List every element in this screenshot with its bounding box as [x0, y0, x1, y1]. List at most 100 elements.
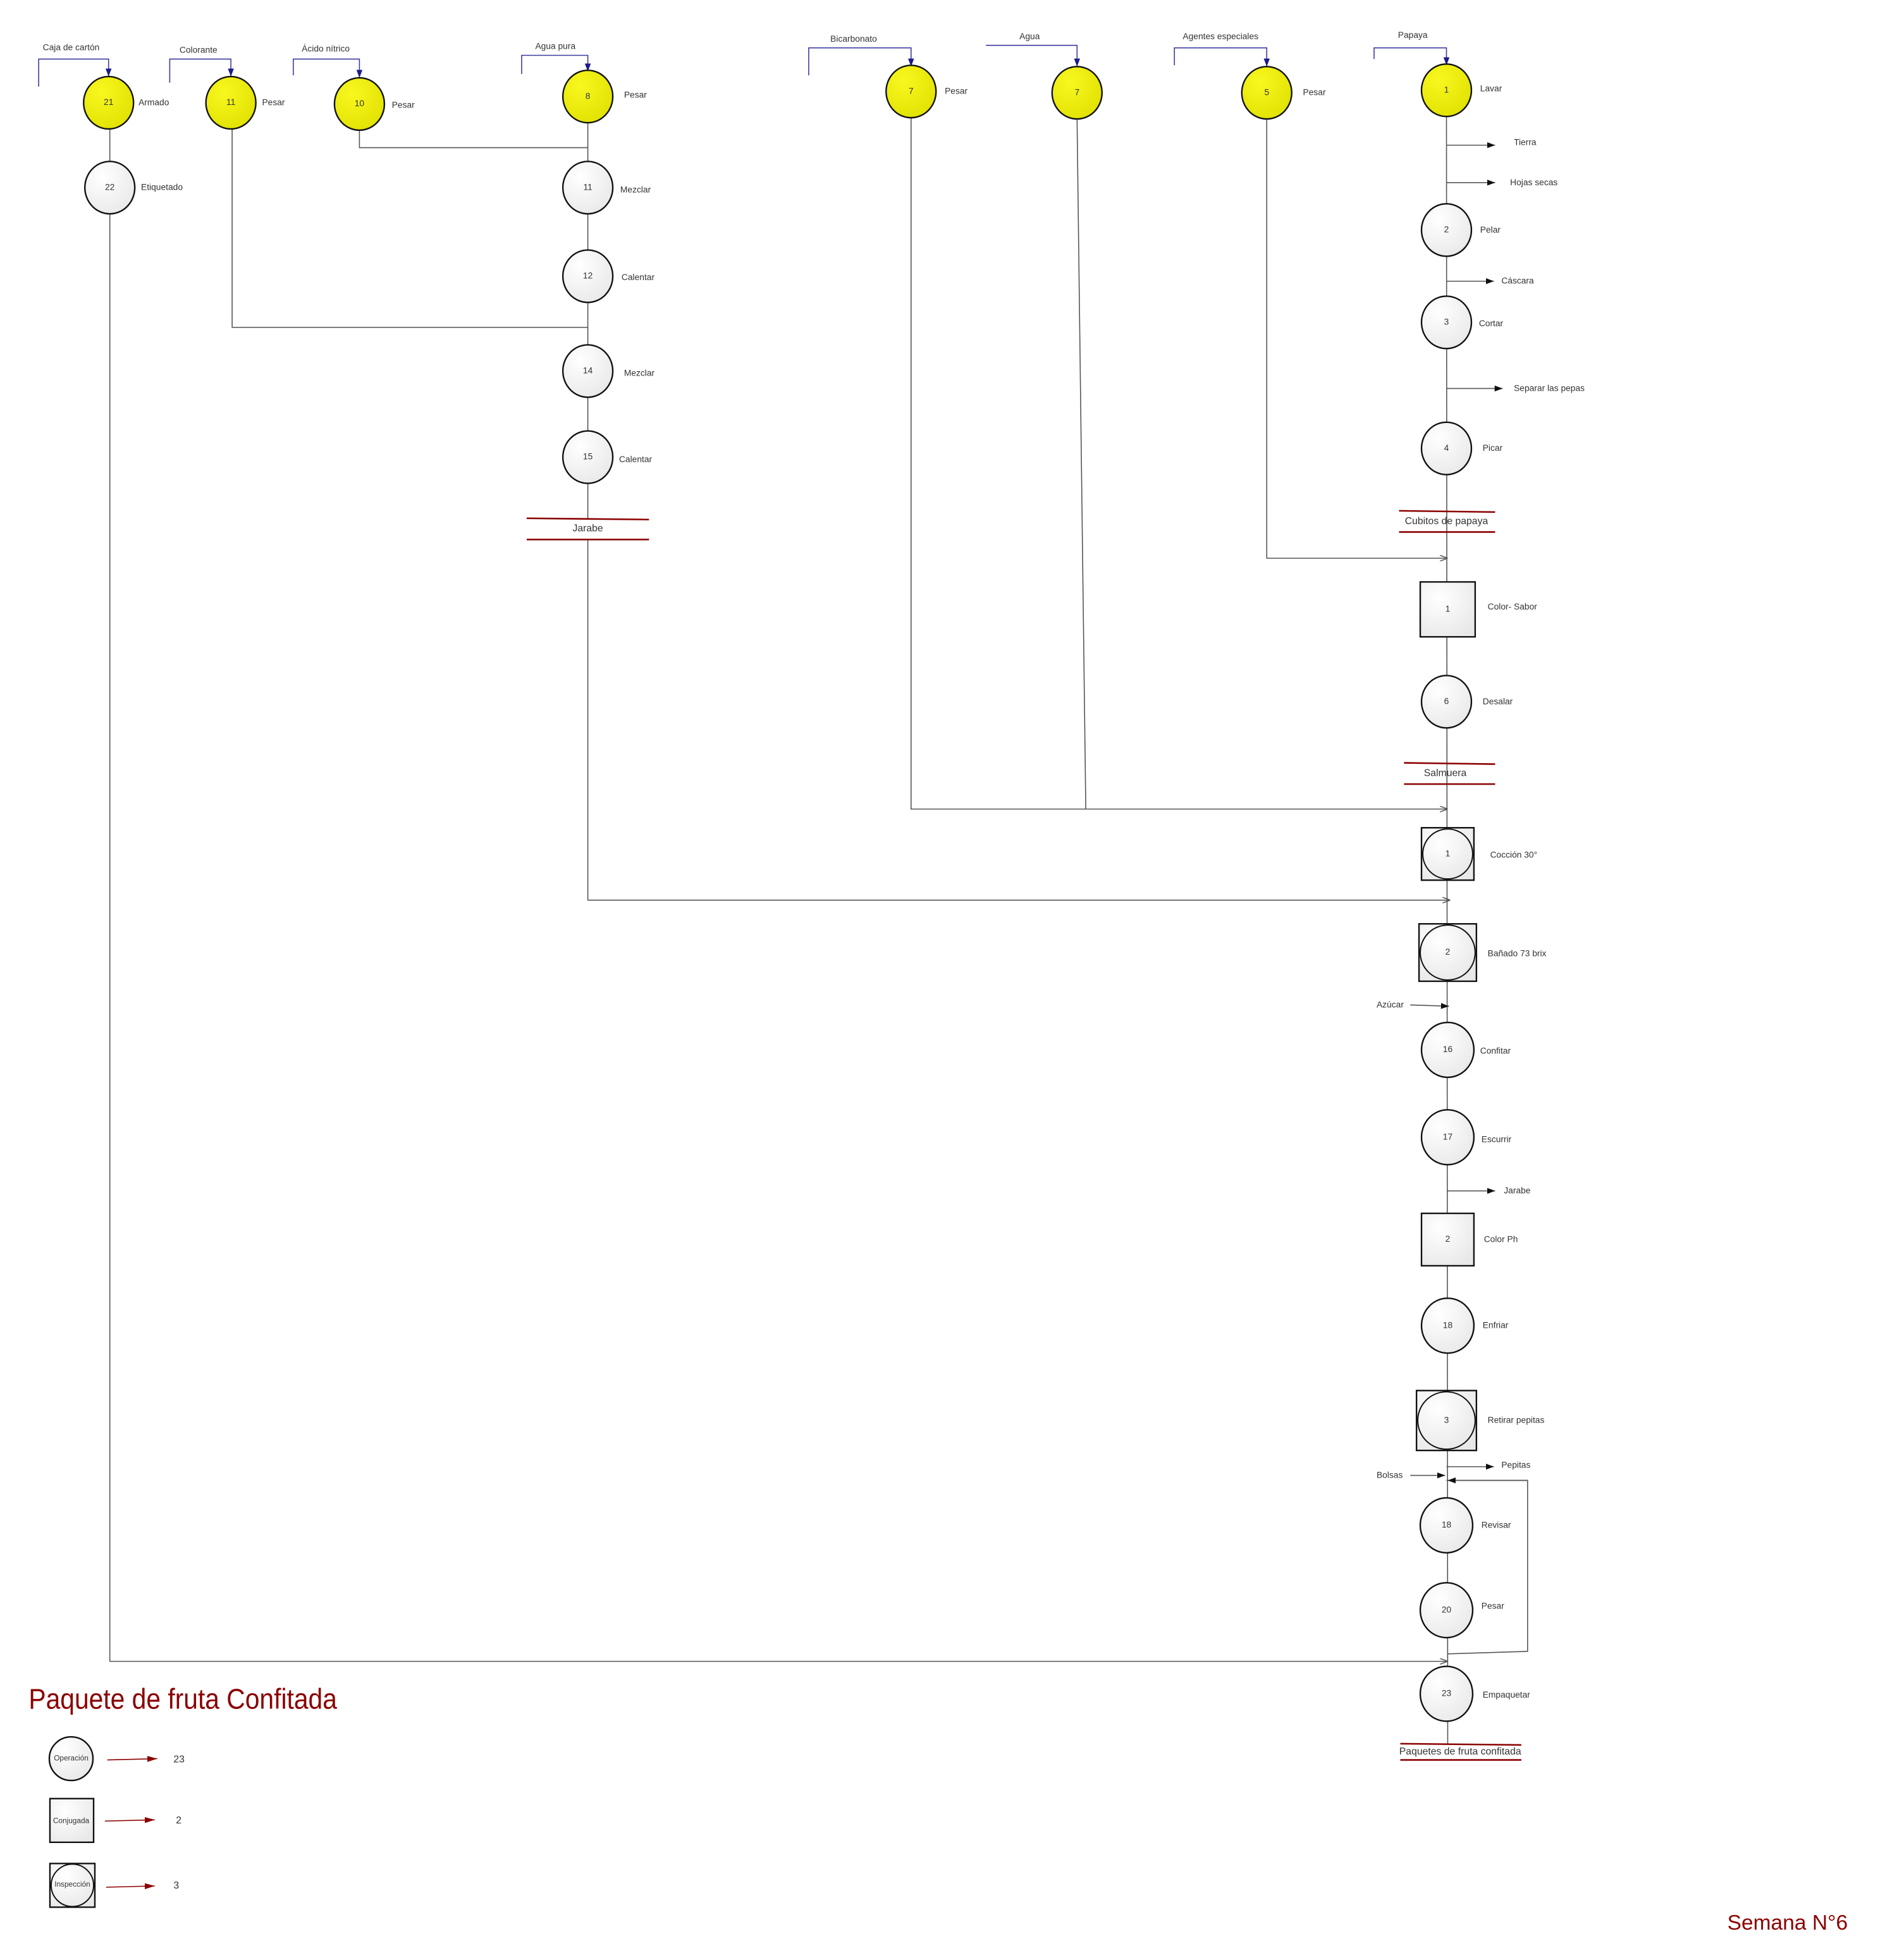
legend-conjugated-label: Conjugada	[53, 1816, 90, 1825]
legend-operation-icon	[48, 1736, 94, 1782]
node-number: 1	[1444, 84, 1449, 94]
process-node-op[interactable]: 20 Pesar	[1419, 1582, 1504, 1639]
legend: Operación 23 Conjugada 2 Inspección 3	[48, 1736, 185, 1908]
operation-circle-icon	[562, 70, 614, 124]
operation-circle-icon	[1051, 66, 1103, 120]
storage: Paquetes de fruta confitada	[1399, 1743, 1521, 1761]
node-number: 3	[1444, 1414, 1449, 1424]
material-label: Ácido nítrico	[302, 44, 350, 54]
node-label: Armado	[138, 97, 169, 107]
legend-operation-count: 23	[173, 1755, 185, 1765]
node-label: Enfriar	[1483, 1320, 1509, 1330]
node-number: 1	[1446, 848, 1451, 858]
node-label: Color Ph	[1484, 1234, 1518, 1244]
node-number: 16	[1443, 1044, 1453, 1054]
node-label: Calentar	[622, 272, 655, 282]
node-label: Color- Sabor	[1488, 601, 1538, 611]
node-label: Escurrir	[1482, 1134, 1512, 1144]
node-number: 2	[1446, 946, 1451, 957]
node-number: 11	[226, 97, 235, 107]
legend-inspection-icon	[49, 1863, 96, 1908]
node-label: Pesar	[624, 90, 647, 100]
node-number: 7	[909, 85, 914, 95]
operation-circle-icon	[1419, 1497, 1474, 1554]
node-label: Revisar	[1482, 1519, 1511, 1529]
process-node-conj[interactable]: 1 Color- Sabor	[1419, 581, 1538, 638]
node-label: Pesar	[945, 86, 967, 96]
node-number: 1	[1446, 603, 1451, 613]
material-label: Bicarbonato	[830, 34, 877, 44]
conjugated-square-icon	[1419, 581, 1476, 638]
output-label: Hojas secas	[1510, 177, 1557, 187]
diagram-title: Paquete de fruta Confitada	[28, 1683, 337, 1715]
process-node-op[interactable]: 17 Escurrir	[1420, 1109, 1512, 1166]
node-label: Pesar	[262, 97, 285, 107]
node-number: 4	[1444, 443, 1449, 453]
material-label: Agentes especiales	[1182, 31, 1258, 41]
node-label: Pesar	[1482, 1601, 1504, 1611]
operation-circle-icon	[1420, 203, 1473, 257]
process-node-op[interactable]: 4 Picar	[1420, 421, 1503, 475]
conjugated-square-icon	[1420, 1212, 1475, 1267]
node-label: Calentar	[619, 454, 653, 464]
inspection-circle-icon	[1422, 828, 1473, 880]
input-label: Bolsas	[1377, 1470, 1403, 1480]
storage: Salmuera	[1404, 762, 1495, 785]
material-brackets	[38, 44, 1450, 87]
process-node-op-yellow[interactable]: 7	[1051, 66, 1103, 120]
node-label: Picar	[1483, 443, 1503, 453]
legend-inspection-count: 3	[173, 1880, 179, 1891]
material-label: Colorante	[180, 45, 218, 55]
storage: Cubitos de papaya	[1399, 510, 1495, 533]
material-label: Papaya	[1398, 30, 1428, 40]
operation-circle-icon	[84, 161, 136, 215]
process-node-conj[interactable]: 2 Color Ph	[1420, 1212, 1518, 1267]
operation-circle-icon	[83, 75, 135, 130]
process-node-op-yellow[interactable]: 7 Pesar	[885, 64, 968, 119]
node-label: Cortar	[1479, 318, 1504, 328]
input-label: Azúcar	[1377, 999, 1404, 1009]
node-number: 17	[1443, 1131, 1452, 1141]
process-node-op[interactable]: 3 Cortar	[1420, 295, 1504, 350]
output-label: Jarabe	[1504, 1185, 1531, 1195]
node-number: 20	[1442, 1604, 1452, 1614]
operation-circle-icon	[562, 161, 614, 215]
node-number: 14	[583, 365, 593, 375]
node-number: 3	[1444, 317, 1449, 327]
inspection-circle-icon	[1420, 924, 1476, 981]
node-label: Cocción 30°	[1490, 850, 1538, 860]
operation-circle-icon	[562, 430, 614, 484]
connectors	[109, 115, 1528, 1744]
process-node-op-yellow[interactable]: 11 Pesar	[205, 75, 285, 130]
operation-circle-icon	[562, 249, 614, 303]
node-number: 5	[1264, 87, 1269, 97]
node-label: Pelar	[1480, 224, 1501, 235]
operation-circle-icon	[1419, 1665, 1474, 1722]
node-number: 2	[1446, 1234, 1451, 1244]
storage: Jarabe	[526, 517, 649, 541]
side-arrows	[1410, 142, 1503, 1479]
process-node-insp[interactable]: 1 Cocción 30°	[1420, 827, 1538, 881]
operation-circle-icon	[1420, 1021, 1475, 1079]
node-number: 6	[1444, 696, 1449, 706]
